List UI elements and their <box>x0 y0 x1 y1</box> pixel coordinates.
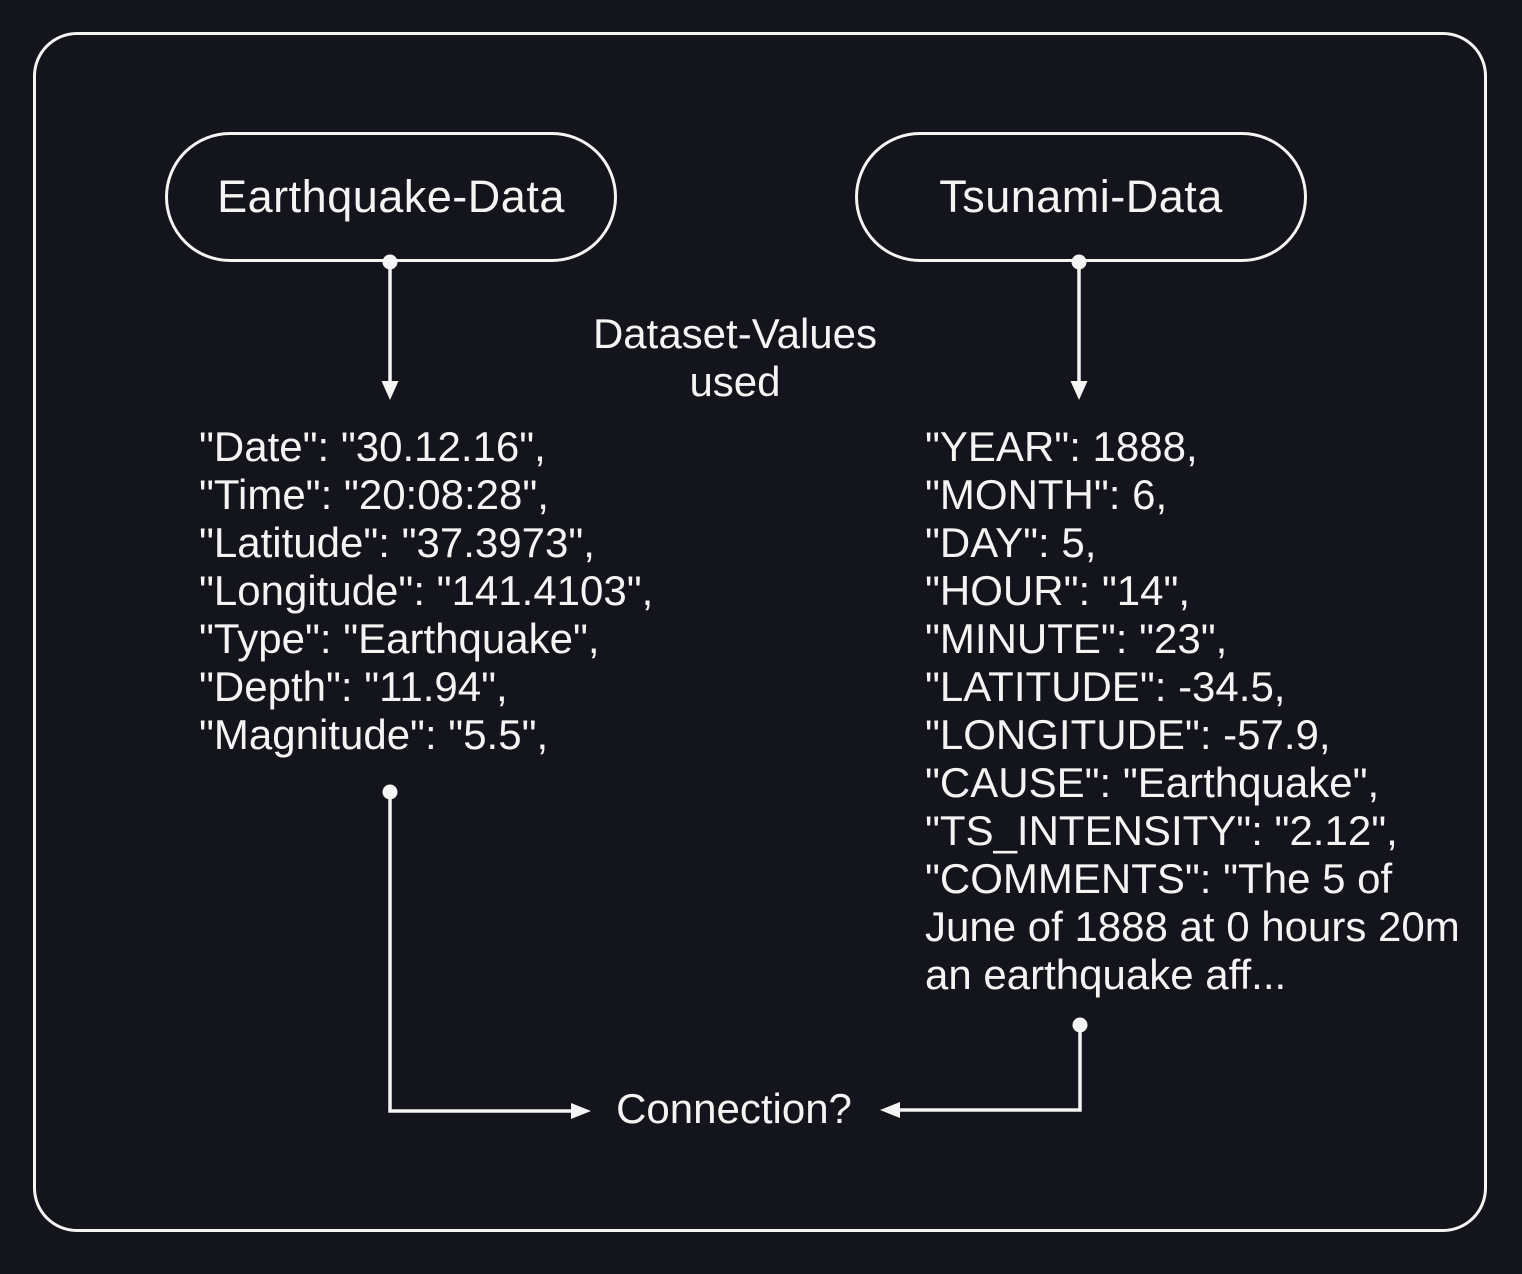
tsunami-node-label: Tsunami-Data <box>939 171 1223 222</box>
json-line: "Magnitude": "5.5", <box>199 711 549 758</box>
json-line: "COMMENTS": "The 5 of <box>925 855 1393 902</box>
json-line: "Longitude": "141.4103", <box>199 567 654 614</box>
json-line: "HOUR": "14", <box>925 567 1191 614</box>
json-line: "LATITUDE": -34.5, <box>925 663 1286 710</box>
json-line: "Depth": "11.94", <box>199 663 508 710</box>
json-line: "Latitude": "37.3973", <box>199 519 595 566</box>
json-line: "Type": "Earthquake", <box>199 615 600 662</box>
json-line: "YEAR": 1888, <box>925 423 1198 470</box>
connection-question-label: Connection? <box>616 1085 852 1132</box>
outer-frame <box>33 32 1487 1232</box>
earthquake-data-node: Earthquake-Data <box>165 132 617 262</box>
json-line: "Date": "30.12.16", <box>199 423 546 470</box>
json-line: "DAY": 5, <box>925 519 1097 566</box>
dataset-values-label-line2: used <box>689 358 781 405</box>
dataset-values-label: Dataset-Values used <box>535 310 935 406</box>
json-line: June of 1888 at 0 hours 20m <box>925 903 1460 950</box>
earthquake-values-list: "Date": "30.12.16","Time": "20:08:28","L… <box>199 423 653 759</box>
json-line: "MINUTE": "23", <box>925 615 1228 662</box>
dataset-values-label-line1: Dataset-Values <box>592 310 878 357</box>
json-line: "Time": "20:08:28", <box>199 471 549 518</box>
json-line: "TS_INTENSITY": "2.12", <box>925 807 1398 854</box>
tsunami-data-node: Tsunami-Data <box>855 132 1307 262</box>
json-line: "MONTH": 6, <box>925 471 1168 518</box>
earthquake-node-label: Earthquake-Data <box>217 171 565 222</box>
json-line: an earthquake aff... <box>925 951 1287 998</box>
tsunami-values-list: "YEAR": 1888,"MONTH": 6,"DAY": 5,"HOUR":… <box>925 423 1460 999</box>
json-line: "CAUSE": "Earthquake", <box>925 759 1380 806</box>
json-line: "LONGITUDE": -57.9, <box>925 711 1331 758</box>
